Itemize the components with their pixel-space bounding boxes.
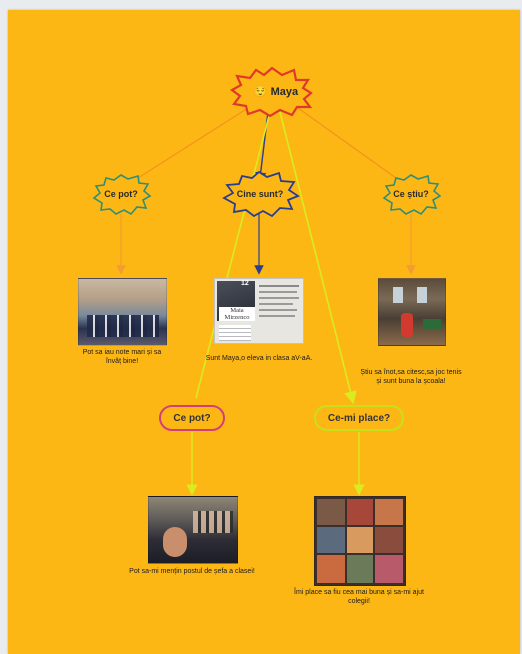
- caption-left: Pot sa iau note mari și sa învăț bine!: [82, 349, 162, 365]
- caption-right: Știu sa înot,sa citesc,sa joc tenis și s…: [360, 369, 462, 385]
- branch-right-label[interactable]: Ce știu?: [393, 189, 429, 199]
- left-burst: [92, 174, 152, 216]
- link-root-second-left: [195, 111, 271, 399]
- id-card-name2: Mirzenco: [224, 314, 250, 321]
- photo-bottom-right-collage: [314, 496, 406, 586]
- id-card-name1: Maia: [230, 307, 244, 314]
- second-right-node[interactable]: Ce-mi place?: [314, 405, 404, 431]
- caption-bottom-left: Pot sa-mi mențin postul de șefa a clasei…: [129, 568, 255, 575]
- photo-right-room: [378, 278, 446, 346]
- second-right-label: Ce-mi place?: [327, 412, 391, 424]
- branch-left-label[interactable]: Ce pot?: [104, 189, 138, 199]
- caption-center: Sunt Maya,o eleva in clasa aV-aA.: [205, 355, 313, 362]
- center-burst: [222, 170, 300, 218]
- root-starburst: [229, 66, 313, 118]
- second-left-label: Ce pot?: [173, 412, 211, 424]
- photo-bottom-left-selfie: [148, 496, 238, 564]
- root-label: Maya: [270, 86, 299, 98]
- branch-center-label[interactable]: Cine sunt?: [236, 189, 284, 199]
- photo-center-id: 12 Maia Mirzenco: [214, 278, 304, 344]
- root-emoji-icon: 😌: [253, 86, 268, 98]
- right-burst: [382, 174, 442, 216]
- link-root-right: [297, 107, 397, 179]
- id-card-number: 12: [241, 280, 249, 287]
- link-root-left: [137, 107, 249, 179]
- second-left-node[interactable]: Ce pot?: [159, 405, 225, 431]
- link-root-second-right: [279, 111, 357, 405]
- root-node[interactable]: 😌 Maya: [244, 85, 308, 98]
- photo-left-class: [78, 278, 167, 346]
- caption-bottom-right: Îmi place sa fiu cea mai buna și sa-mi a…: [294, 589, 424, 605]
